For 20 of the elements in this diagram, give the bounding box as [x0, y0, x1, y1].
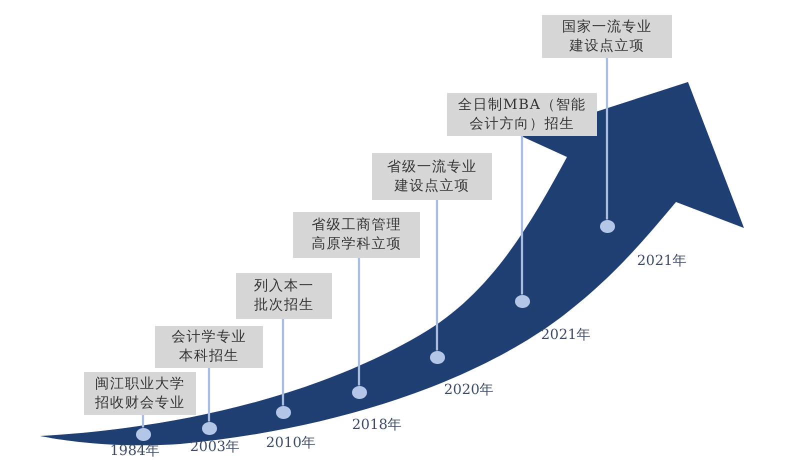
milestone-box: 省级一流专业建设点立项 [372, 153, 492, 200]
milestone-box: 全日制MBA（智能会计方向）招生 [447, 93, 597, 136]
milestone-box: 会计学专业本科招生 [155, 326, 263, 368]
leader-line [142, 415, 144, 428]
milestone-box: 省级工商管理高原学科立项 [293, 212, 420, 258]
milestone-box: 国家一流专业建设点立项 [542, 15, 672, 58]
leader-line [358, 258, 360, 386]
year-label: 2018年 [352, 416, 402, 434]
milestone-box: 列入本一批次招生 [236, 273, 332, 319]
year-label: 2020年 [444, 381, 494, 399]
year-label: 2021年 [541, 326, 591, 344]
leader-line [282, 319, 284, 406]
year-label: 2010年 [266, 434, 316, 452]
year-label: 2003年 [190, 438, 240, 456]
leader-line [520, 136, 524, 294]
year-label: 1984年 [110, 442, 160, 460]
leader-line [436, 200, 438, 350]
leader-line [606, 58, 608, 220]
year-label: 2021年 [637, 252, 687, 270]
milestone-box: 闽江职业大学招收财会专业 [84, 372, 196, 415]
